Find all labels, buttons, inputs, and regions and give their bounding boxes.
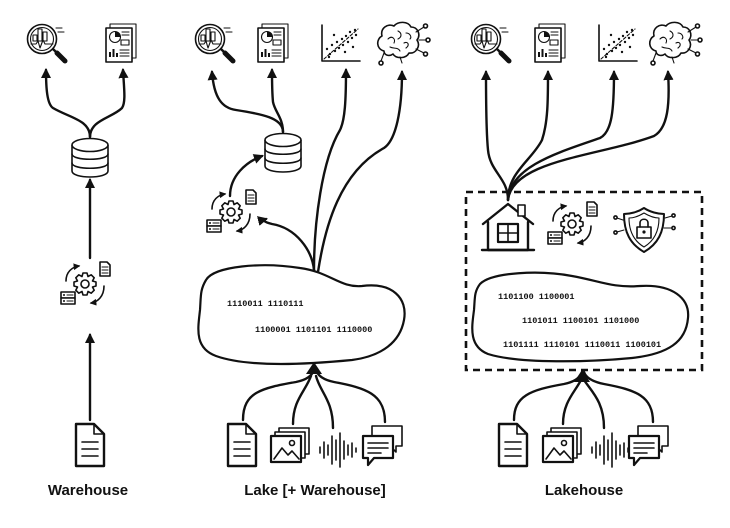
database-icon [71,137,109,178]
column-lakehouse: 1101100 1100001 1101011 1100101 1101000 … [464,21,704,499]
data-lake-blob: 1110011 1110111 1100001 1101101 1110000 [197,264,406,366]
lakehouse-boundary [464,190,704,372]
security-shield-lock-icon [612,207,677,253]
binary-line: 1100001 1101101 1110000 [255,325,372,335]
etl-process-icon [61,262,110,304]
document-icon [226,422,258,468]
etl-process-icon [548,202,597,244]
column-warehouse: Warehouse [28,24,137,499]
scatter-plot-icon [598,24,638,62]
column-caption: Lake [+ Warehouse] [244,482,386,499]
analytics-icon [28,25,66,62]
brain-ai-icon [376,21,431,66]
flow-arrows [207,67,408,430]
brain-ai-icon [648,21,703,66]
audio-waveform-icon [591,432,629,468]
scatter-plot-icon [321,24,361,62]
binary-line: 1101111 1110101 1110011 1100101 [503,340,661,350]
document-icon [74,422,106,468]
binary-line: 1101100 1100001 [498,292,575,302]
analytics-icon [472,25,510,62]
column-caption: Warehouse [48,482,128,499]
database-icon [264,132,302,173]
binary-line: 1110011 1110111 [227,299,304,309]
report-icon [534,23,566,63]
column-lake: 1110011 1110111 1100001 1101101 1110000 … [196,21,431,499]
house-icon [480,202,536,252]
analytics-icon [196,25,234,62]
column-caption: Lakehouse [545,482,623,499]
document-icon [497,422,529,468]
flow-arrows [40,67,129,422]
images-icon [269,426,311,464]
binary-line: 1101011 1100101 1101000 [522,316,639,326]
report-icon [257,23,289,63]
data-lake-blob: 1101100 1100001 1101011 1100101 1101000 … [471,271,690,363]
report-icon [105,23,137,63]
flow-arrows [480,69,674,430]
audio-waveform-icon [319,432,357,468]
chat-icon [361,424,404,467]
etl-process-icon [207,190,256,232]
images-icon [541,426,583,464]
chat-icon [627,424,670,467]
